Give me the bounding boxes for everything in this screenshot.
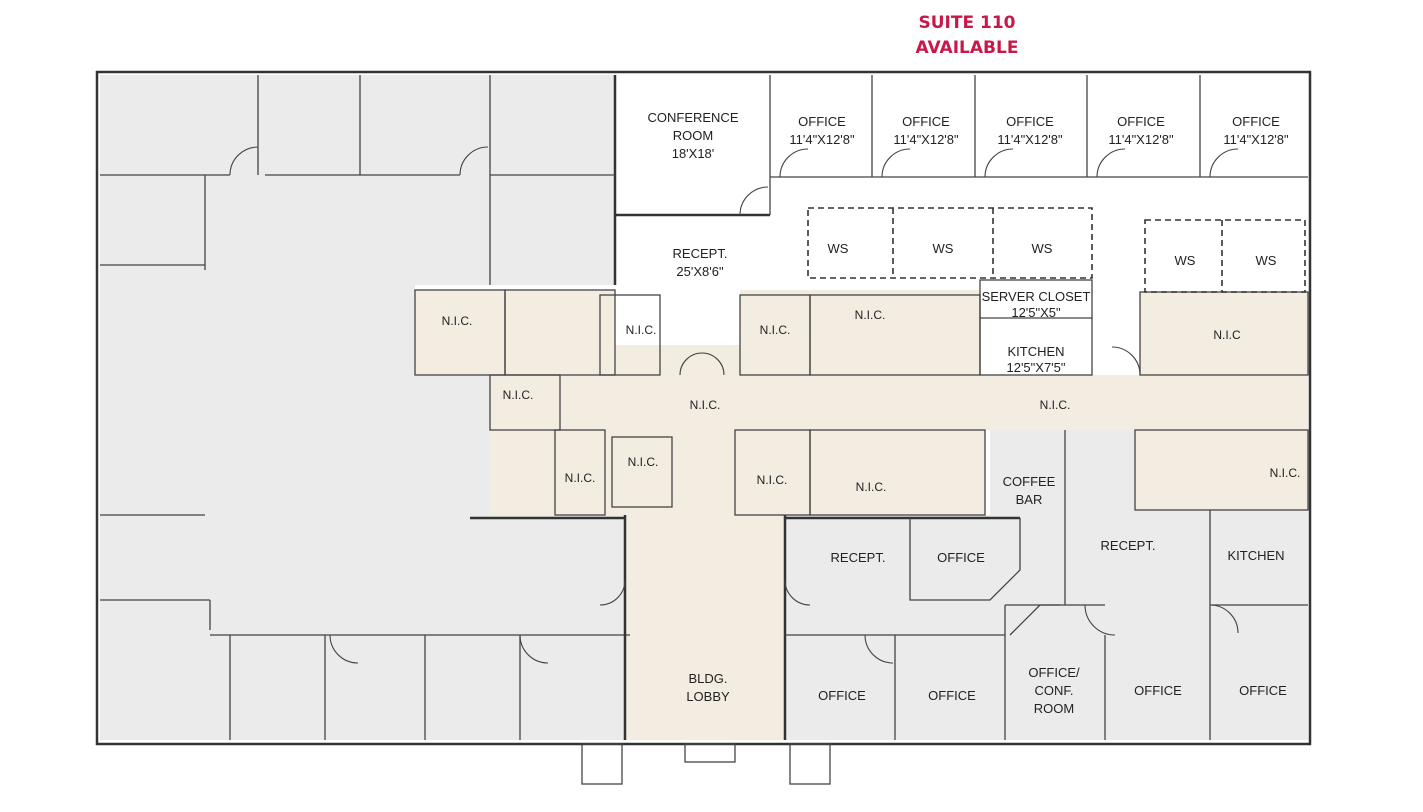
office-label: OFFICE (1006, 114, 1054, 129)
server-closet-label: SERVER CLOSET (982, 289, 1091, 304)
office-label: OFFICE (1117, 114, 1165, 129)
lobby-label: LOBBY (686, 689, 730, 704)
title: SUITE 110 AVAILABLE (916, 13, 1019, 58)
office-label: OFFICE (902, 114, 950, 129)
nic-label: N.I.C. (503, 388, 534, 402)
office-label: OFFICE (1232, 114, 1280, 129)
coffee-bar-label: BAR (1016, 492, 1043, 507)
kitchen-label: KITCHEN (1227, 548, 1284, 563)
nic-label: N.I.C. (626, 323, 657, 337)
door-swings (229, 146, 1239, 664)
reception-label: RECEPT. (1101, 538, 1156, 553)
coffee-bar-label: COFFEE (1003, 474, 1056, 489)
nic-label: N.I.C (1213, 328, 1241, 342)
nic-labels: N.I.C. N.I.C. N.I.C. N.I.C. N.I.C N.I.C.… (442, 308, 1301, 494)
office-size: 11'4"X12'8" (997, 132, 1063, 147)
nic-label: N.I.C. (628, 455, 659, 469)
conference-room-label: CONFERENCE (647, 110, 738, 125)
entrance-doors (581, 743, 831, 785)
office-label: OFFICE (798, 114, 846, 129)
office-size: 11'4"X12'8" (1223, 132, 1289, 147)
workstation-label: WS (1175, 253, 1196, 268)
suite-110-labels: CONFERENCE ROOM 18'X18' OFFICE 11'4"X12'… (647, 110, 1289, 375)
reception-label: RECEPT. (673, 246, 728, 261)
office-label: OFFICE (818, 688, 866, 703)
workstation-label: WS (1256, 253, 1277, 268)
right-tenant-area (785, 430, 1308, 740)
workstation-label: WS (933, 241, 954, 256)
conference-room-size: 18'X18' (672, 146, 715, 161)
nic-label: N.I.C. (690, 398, 721, 412)
walls (95, 70, 1312, 746)
office-size: 11'4"X12'8" (1108, 132, 1174, 147)
availability-status: AVAILABLE (916, 38, 1019, 58)
reception-label: RECEPT. (831, 550, 886, 565)
kitchen-label: KITCHEN (1007, 344, 1064, 359)
area-fills (97, 72, 1310, 744)
lobby-label: BLDG. (688, 671, 727, 686)
office-conf-label: OFFICE/ (1028, 665, 1080, 680)
nic-label: N.I.C. (856, 480, 887, 494)
server-closet-size: 12'5"X5" (1011, 305, 1061, 320)
office-size: 11'4"X12'8" (789, 132, 855, 147)
office-size: 11'4"X12'8" (893, 132, 959, 147)
kitchen-size: 12'5"X7'5" (1006, 360, 1065, 375)
left-tenant-area (100, 75, 630, 740)
nic-label: N.I.C. (1270, 466, 1301, 480)
workstation-label: WS (828, 241, 849, 256)
nic-label: N.I.C. (1040, 398, 1071, 412)
nic-label: N.I.C. (760, 323, 791, 337)
workstation-label: WS (1032, 241, 1053, 256)
office-label: OFFICE (937, 550, 985, 565)
office-label: OFFICE (1134, 683, 1182, 698)
nic-label: N.I.C. (442, 314, 473, 328)
office-conf-label: CONF. (1035, 683, 1074, 698)
nic-label: N.I.C. (757, 473, 788, 487)
other-room-labels: COFFEE BAR RECEPT. OFFICE RECEPT. KITCHE… (686, 474, 1287, 716)
office-conf-label: ROOM (1034, 701, 1074, 716)
office-label: OFFICE (1239, 683, 1287, 698)
suite-number: SUITE 110 (919, 13, 1016, 33)
nic-label: N.I.C. (855, 308, 886, 322)
office-label: OFFICE (928, 688, 976, 703)
conference-room-label: ROOM (673, 128, 713, 143)
nic-label: N.I.C. (565, 471, 596, 485)
reception-size: 25'X8'6" (676, 264, 724, 279)
